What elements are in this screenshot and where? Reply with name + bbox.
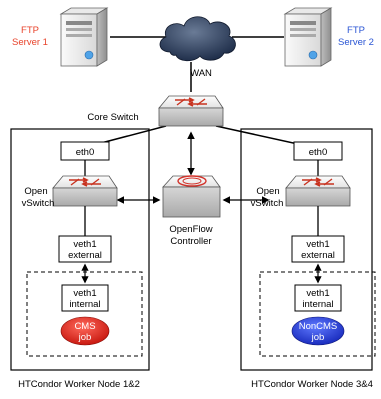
- controller-label-line1: OpenFlow: [169, 224, 212, 235]
- wan-cloud: WAN: [159, 16, 236, 79]
- ftp-server-2: FTP Server 2: [284, 7, 374, 67]
- vswitch-label-line1: Open: [24, 186, 47, 197]
- veth-external-box: [291, 235, 345, 263]
- veth-external-line1: veth1: [73, 239, 96, 250]
- worker-node-left: eth0 Open vSwitch veth1 external veth1 i…: [10, 128, 150, 390]
- veth-internal-line2: internal: [69, 299, 100, 310]
- job-label-line2: job: [78, 332, 92, 343]
- eth0-label: eth0: [76, 147, 95, 158]
- veth-external-line1: veth1: [306, 239, 329, 250]
- veth-internal-box: [294, 284, 342, 312]
- veth-internal-line2: internal: [302, 299, 333, 310]
- server-tower-icon: [60, 7, 108, 67]
- controller-label-line2: Controller: [170, 236, 211, 247]
- node-title: HTCondor Worker Node 3&4: [251, 379, 373, 390]
- network-switch-icon: [158, 95, 224, 127]
- cloud-icon: [159, 16, 236, 62]
- veth-external-box: [58, 235, 112, 263]
- server2-label-line2: Server 2: [338, 37, 374, 48]
- veth-external-line2: external: [301, 250, 335, 261]
- worker-node-right: eth0 Open vSwitch veth1 external veth1 i…: [240, 128, 376, 390]
- network-switch-icon: [285, 175, 351, 207]
- veth-internal-line1: veth1: [306, 288, 329, 299]
- server-tower-icon: [284, 7, 332, 67]
- job-label-line2: job: [311, 332, 325, 343]
- job-label-line1: NonCMS: [299, 321, 338, 332]
- openflow-controller: OpenFlow Controller: [162, 175, 221, 247]
- vswitch-label-line1: Open: [256, 186, 279, 197]
- server1-label-line1: FTP: [21, 25, 39, 36]
- server2-label-line1: FTP: [347, 25, 365, 36]
- openflow-controller-icon: [162, 175, 221, 218]
- network-switch-icon: [52, 175, 118, 207]
- node-frame: [10, 128, 150, 371]
- job-label-line1: CMS: [74, 321, 95, 332]
- noncms-job-badge: [291, 316, 345, 346]
- veth-external-line2: external: [68, 250, 102, 261]
- cms-job-badge: [60, 316, 110, 346]
- vswitch-label-line2: vSwitch: [22, 198, 55, 209]
- veth-internal-line1: veth1: [73, 288, 96, 299]
- veth-internal-box: [61, 284, 109, 312]
- eth0-label: eth0: [309, 147, 328, 158]
- node-title: HTCondor Worker Node 1&2: [18, 379, 140, 390]
- core-switch: Core Switch: [87, 95, 224, 127]
- vswitch-label-line2: vSwitch: [251, 198, 284, 209]
- wan-label: WAN: [190, 68, 212, 79]
- ftp-server-1: FTP Server 1: [12, 7, 108, 67]
- server1-label-line2: Server 1: [12, 37, 48, 48]
- node-frame: [240, 128, 373, 371]
- core-switch-label: Core Switch: [87, 112, 138, 123]
